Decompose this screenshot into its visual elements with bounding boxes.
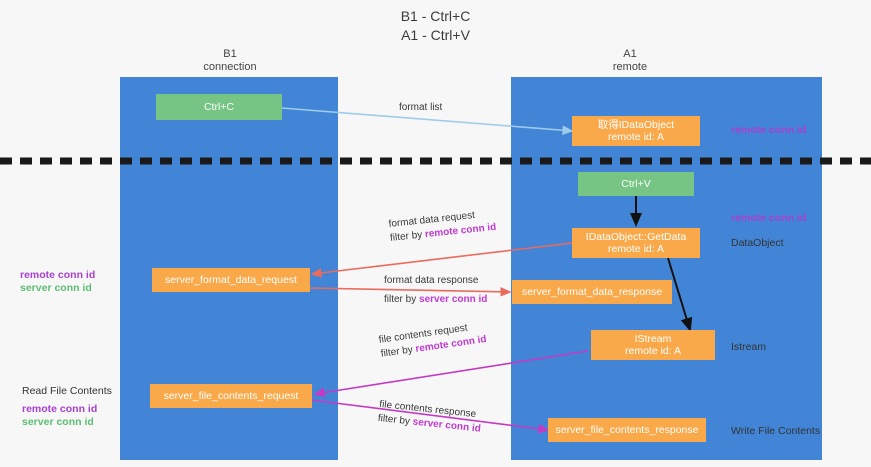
edge-file-contents-response: [310, 399, 550, 434]
right-label-write-file-contents: Write File Contents: [731, 425, 821, 437]
edge-format-data-response: [307, 287, 512, 297]
filter-prefix: filter by: [389, 229, 426, 244]
node-server-file-contents-response[interactable]: server_file_contents_response: [548, 418, 706, 442]
node-istream[interactable]: IStream remote id: A: [591, 330, 715, 360]
right-label-dataobject: DataObject: [731, 237, 784, 249]
right-label-remote-conn-id-mid: remote conn id: [731, 212, 807, 224]
edge-label-format-list: format list: [399, 102, 443, 113]
node-ctrl-v[interactable]: Ctrl+V: [578, 172, 694, 196]
edge-label-format-data-response: format data response filter by server co…: [384, 274, 487, 307]
edge-label-line2: filter by server conn id: [384, 293, 487, 307]
edge-format-data-request: [310, 242, 573, 278]
node-server-file-contents-request[interactable]: server_file_contents_request: [150, 384, 312, 408]
node-idataobject-getdata[interactable]: IDataObject::GetData remote id: A: [572, 228, 700, 258]
page-title: B1 - Ctrl+C A1 - Ctrl+V: [400, 8, 471, 43]
edge-file-contents-request: [313, 350, 589, 398]
left-label-remote-conn-id-2: remote conn id: [22, 403, 98, 415]
filter-prefix: filter by: [384, 294, 420, 305]
edge-getdata-istream: [667, 257, 693, 332]
filter-prefix: filter by: [380, 343, 417, 360]
filter-prefix: filter by: [377, 412, 414, 428]
left-label-read-file-contents: Read File Contents: [22, 385, 112, 397]
left-label-remote-conn-id: remote conn id: [20, 269, 96, 281]
node-server-format-data-response[interactable]: server_format_data_response: [512, 280, 672, 304]
left-label-server-conn-id-2: server conn id: [22, 416, 94, 428]
node-ctrl-c[interactable]: Ctrl+C: [156, 94, 282, 120]
column-header-right: A1 remote: [612, 48, 648, 73]
filter-key: server conn id: [419, 294, 488, 305]
column-header-left: B1 connection: [203, 48, 257, 73]
left-label-server-conn-id: server conn id: [20, 282, 92, 294]
right-label-remote-conn-id-top: remote conn id: [731, 124, 807, 136]
node-get-idataobject[interactable]: 取得IDataObject remote id: A: [572, 116, 700, 146]
edge-label-line1: format data response: [384, 275, 479, 286]
edge-format-list: [281, 107, 574, 136]
node-server-format-data-request[interactable]: server_format_data_request: [152, 268, 310, 292]
right-label-istream: Istream: [731, 341, 767, 353]
